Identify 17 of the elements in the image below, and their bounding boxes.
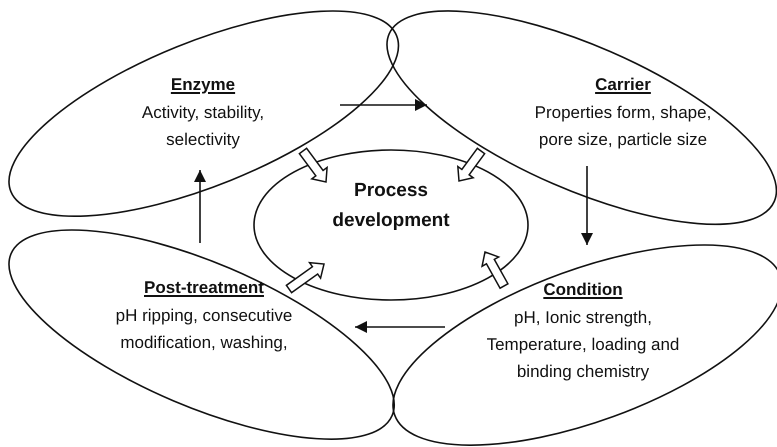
- arrow: [355, 321, 445, 333]
- hollow-arrow: [481, 251, 509, 290]
- arrow: [340, 99, 427, 111]
- ellipse-description: Activity, stability, selectivity: [140, 102, 266, 151]
- hollow-arrow: [456, 147, 486, 182]
- ellipse-heading: Carrier: [594, 74, 652, 96]
- ellipse-heading: Post-treatment: [143, 276, 265, 299]
- ellipse-description: pH ripping, consecutive modification, washing,: [114, 304, 294, 354]
- arrow: [194, 170, 206, 243]
- hollow-arrow: [298, 147, 328, 183]
- hollow-arrow: [285, 262, 325, 294]
- ellipse-heading: Condition: [542, 278, 624, 301]
- arrow: [581, 166, 593, 245]
- center-title: Process development: [331, 179, 451, 233]
- ellipse-description: Properties form, shape, pore size, particle size: [534, 102, 712, 151]
- ellipse-description: pH, Ionic strength, Temperature, loading and binding chemistry: [486, 306, 680, 383]
- ellipse-heading: Enzyme: [170, 74, 236, 96]
